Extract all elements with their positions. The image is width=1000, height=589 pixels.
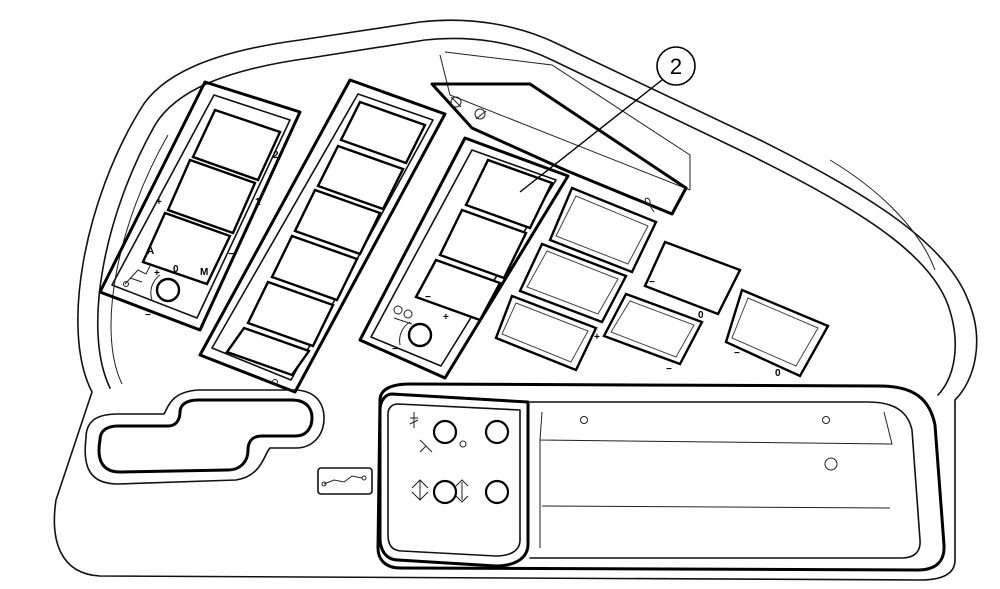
top-icon-strip	[430, 82, 688, 216]
rotary-arc	[150, 274, 161, 301]
ac-fan-icon	[450, 96, 462, 108]
key-label-minus: −	[666, 364, 672, 375]
switch-panel-c: − + −	[358, 136, 570, 380]
switch-b1[interactable]	[339, 100, 427, 165]
key-label-minus-2: −	[649, 277, 655, 288]
switch-b2[interactable]	[316, 144, 405, 211]
key-label-plus: +	[594, 332, 600, 343]
switch-panel-a: 2 1 + − A M + 0 −	[98, 80, 302, 332]
label-plus: +	[156, 197, 162, 208]
switch-b5[interactable]	[246, 280, 335, 348]
hydraulic-button-2[interactable]	[484, 419, 510, 445]
rotary-knob-a[interactable]	[155, 277, 181, 303]
hydraulic-button-4[interactable]	[484, 479, 510, 505]
knob-plus: +	[154, 268, 160, 279]
knob-zero: 0	[173, 264, 179, 275]
rear-linkage-icon	[321, 475, 367, 487]
switch-c3[interactable]	[414, 258, 502, 322]
hitch-icon	[123, 265, 151, 287]
keypad-panel: + − − 0 − 0	[494, 186, 830, 379]
key-label-zero-2: 0	[775, 368, 781, 379]
label-2: 2	[273, 150, 279, 161]
hydraulic-button-3[interactable]	[432, 479, 458, 505]
switch-a2[interactable]	[166, 158, 257, 235]
switch-a1[interactable]	[191, 108, 282, 182]
knob-minus: −	[145, 310, 151, 321]
key-5[interactable]	[602, 292, 704, 366]
switch-b3[interactable]	[293, 188, 382, 256]
lift-arrows-icon	[409, 412, 469, 503]
storage-slot	[84, 389, 325, 485]
label-minus: −	[228, 249, 234, 260]
hydraulic-control-plate	[317, 392, 530, 568]
switch-panel-b	[198, 78, 447, 394]
switch-c2[interactable]	[438, 208, 528, 280]
knob-c-minus: −	[392, 344, 398, 355]
rear-linkage-badge	[317, 467, 373, 495]
rotary-knob-c[interactable]	[407, 322, 433, 348]
switch-b6[interactable]	[225, 326, 311, 377]
switch-c1[interactable]	[464, 158, 554, 230]
knob-c-plus: +	[443, 312, 449, 323]
pto-icon	[474, 108, 487, 120]
label-a: A	[147, 246, 154, 257]
console-housing	[53, 19, 978, 581]
label-c-minus: −	[425, 292, 431, 303]
key-3[interactable]	[494, 294, 598, 372]
hydraulic-button-1[interactable]	[432, 419, 458, 445]
label-1: 1	[255, 197, 261, 208]
switch-b4[interactable]	[270, 234, 359, 302]
key-label-zero: 0	[698, 310, 704, 321]
key-2[interactable]	[518, 242, 628, 324]
pto-icon-2	[644, 197, 655, 213]
rotary-arc-c	[399, 321, 411, 346]
hydraulic-valve-icon	[393, 305, 413, 325]
key-label-minus-3: −	[734, 348, 740, 359]
callout-2: 2	[519, 46, 696, 193]
label-m: M	[200, 267, 208, 278]
callout-number: 2	[670, 54, 682, 79]
key-6[interactable]	[724, 288, 830, 378]
switch-a3[interactable]	[141, 211, 232, 286]
key-4[interactable]	[643, 240, 742, 316]
right-tray	[376, 382, 946, 572]
key-1[interactable]	[548, 186, 658, 274]
